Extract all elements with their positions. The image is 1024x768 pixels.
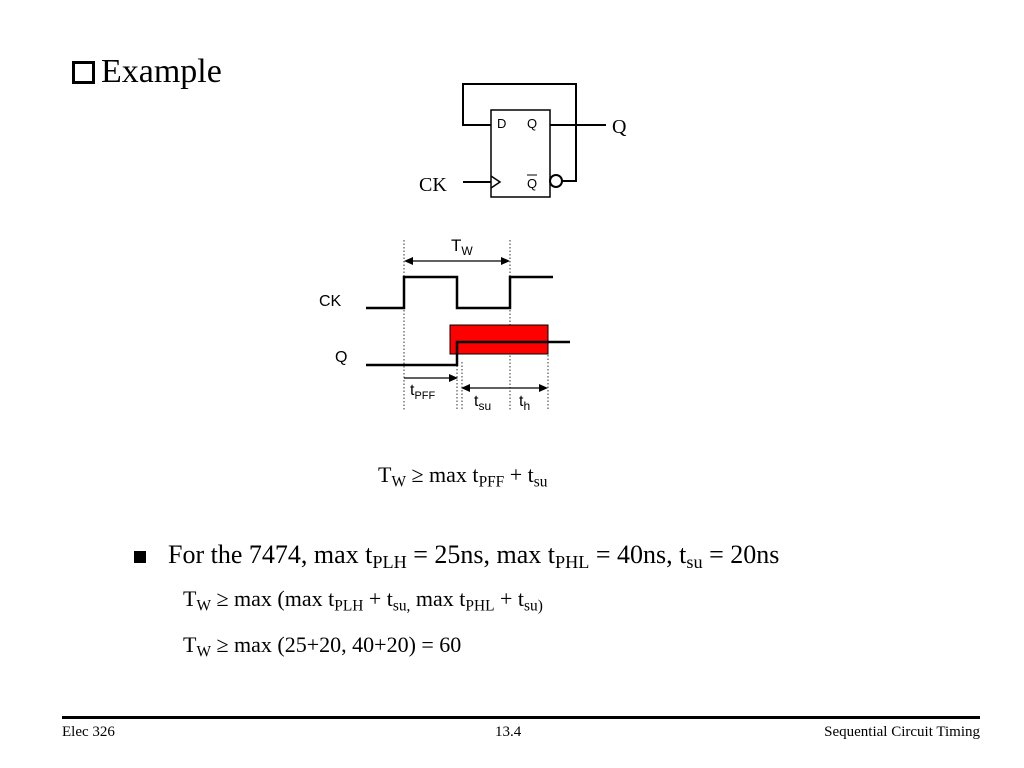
- square-bullet-icon: [134, 550, 146, 563]
- flip-flop-circuit: [462, 83, 606, 198]
- th-arrowhead-right: [539, 384, 548, 392]
- pin-qbar-label: Q: [527, 176, 537, 191]
- hollow-square-bullet-icon: [72, 60, 95, 84]
- clock-edge-triangle: [490, 175, 502, 189]
- tw-arrowhead-left: [404, 257, 413, 265]
- tsu-label: tsu: [474, 393, 491, 413]
- tsu-arrowhead-left: [461, 384, 470, 392]
- slide-title: Example: [72, 50, 222, 94]
- timing-ck-label: CK: [319, 293, 342, 310]
- slide-title-text: Example: [101, 53, 222, 90]
- tw-label: TW: [451, 236, 473, 258]
- pin-d-label: D: [497, 116, 506, 131]
- tpff-arrowhead: [449, 374, 458, 382]
- bullet-7474-specs: For the 7474, max tPLH = 25ns, max tPHL …: [134, 540, 779, 573]
- tw-equation: TW ≥ max tPFF + tsu: [378, 462, 548, 491]
- footer-divider: [62, 716, 980, 719]
- pin-q-label: Q: [527, 116, 537, 131]
- footer-topic: Sequential Circuit Timing: [824, 724, 980, 740]
- timing-q-label: Q: [335, 349, 347, 366]
- clock-input-label: CK: [419, 174, 447, 196]
- th-label: th: [519, 393, 530, 413]
- tw-max-expression: TW ≥ max (max tPLH + tsu, max tPHL + tsu…: [183, 586, 543, 615]
- qbar-inversion-bubble: [549, 174, 563, 188]
- timing-diagram: CK Q TW tPFF tsu th: [319, 236, 570, 413]
- circuit-and-timing-diagram: D Q Q Q CK CK Q TW: [319, 83, 627, 413]
- q-waveform: [366, 340, 570, 367]
- q-output-label: Q: [612, 116, 627, 138]
- flip-flop-box: [490, 109, 551, 198]
- setup-hold-window: [449, 324, 549, 355]
- tpff-label: tPFF: [410, 382, 436, 402]
- footer-course: Elec 326: [62, 724, 115, 740]
- tw-result: TW ≥ max (25+20, 40+20) = 60: [183, 632, 462, 661]
- ck-waveform: [366, 275, 553, 310]
- footer-slide-number: 13.4: [495, 724, 522, 740]
- tw-arrowhead-right: [501, 257, 510, 265]
- feedback-wire: [462, 83, 577, 182]
